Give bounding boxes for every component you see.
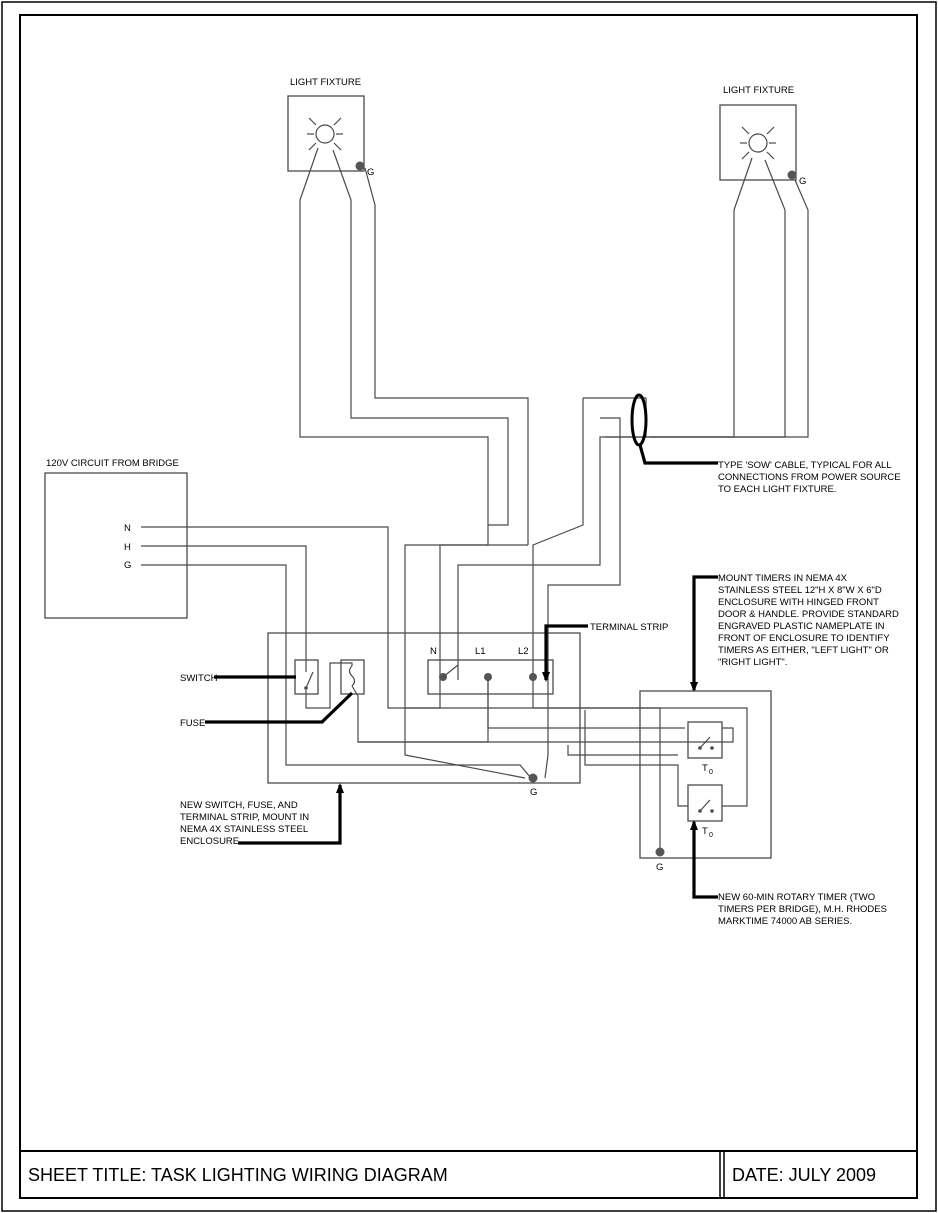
timer-1-switch-icon: [698, 736, 714, 750]
timer-enclosure-ground-dot: [655, 847, 665, 857]
timer-1-sub: 0: [709, 769, 713, 776]
terminal-l1-screw: [484, 673, 492, 681]
cable-callout: TYPE 'SOW' CABLE, TYPICAL FOR ALL CONNEC…: [718, 460, 901, 495]
svg-text:TIMERS PER BRIDGE), M.H. RHODE: TIMERS PER BRIDGE), M.H. RHODES: [718, 904, 887, 915]
svg-text:NEW SWITCH, FUSE, AND: NEW SWITCH, FUSE, AND: [180, 800, 298, 811]
right-fixture-box: [719, 104, 797, 181]
ground-feeder: [187, 564, 532, 779]
terminal-l2-screw: [529, 673, 537, 681]
svg-text:NEW 60-MIN ROTARY TIMER (TWO: NEW 60-MIN ROTARY TIMER (TWO: [718, 892, 875, 903]
switch-enclosure-callout: NEW SWITCH, FUSE, AND TERMINAL STRIP, MO…: [180, 800, 309, 847]
timer-return-1: [358, 727, 734, 743]
terminal-strip-arrowhead: [542, 672, 550, 682]
hot-feeder: [187, 545, 307, 668]
right-fixture-wire-3: [650, 179, 809, 438]
left-fixture-label: LIGHT FIXTURE: [290, 77, 361, 88]
svg-text:CONNECTIONS FROM POWER SOURCE: CONNECTIONS FROM POWER SOURCE: [718, 472, 901, 483]
source-g-label: G: [124, 560, 131, 571]
switch-enclosure-leader: [238, 785, 342, 845]
rotary-timer-callout: NEW 60-MIN ROTARY TIMER (TWO TIMERS PER …: [718, 892, 887, 927]
svg-text:MOUNT TIMERS IN NEMA 4X: MOUNT TIMERS IN NEMA 4X: [718, 573, 848, 584]
timer-2-sub: 0: [709, 832, 713, 839]
neutral-feeder: [187, 526, 528, 709]
svg-text:ENCLOSURE.: ENCLOSURE.: [180, 836, 242, 847]
timer-2-label: T: [702, 826, 708, 837]
timer-enclosure-ground-label: G: [656, 862, 663, 873]
svg-text:DOOR & HANDLE. PROVIDE STANDAR: DOOR & HANDLE. PROVIDE STANDARD: [718, 609, 899, 620]
l1-to-timer: [487, 680, 685, 729]
svg-text:FRONT OF ENCLOSURE TO IDENTIFY: FRONT OF ENCLOSURE TO IDENTIFY: [718, 633, 890, 644]
svg-text:NEMA 4X STAINLESS STEEL: NEMA 4X STAINLESS STEEL: [180, 824, 308, 835]
terminal-strip-callout: TERMINAL STRIP: [590, 622, 668, 633]
right-fixture-ground-label: G: [799, 176, 806, 187]
switch-icon: [304, 668, 314, 690]
right-fixture-wire-1: [457, 157, 753, 680]
timer-return-3: [584, 710, 688, 807]
fuse-to-strip: [351, 680, 489, 743]
neutral-to-timers: [405, 707, 661, 852]
right-lamp-icon: [740, 126, 776, 160]
fuse-callout: FUSE: [180, 718, 205, 729]
source-title: 120V CIRCUIT FROM BRIDGE: [46, 458, 179, 469]
timer-enclosure: [639, 690, 772, 859]
enclosure-ground-label: G: [530, 787, 537, 798]
left-fixture-box: [287, 95, 365, 172]
svg-text:TIMERS AS EITHER, "LEFT LIGHT": TIMERS AS EITHER, "LEFT LIGHT" OR: [718, 645, 889, 656]
svg-text:ENCLOSURE WITH HINGED FRONT: ENCLOSURE WITH HINGED FRONT: [718, 597, 879, 608]
svg-text:TERMINAL STRIP, MOUNT IN: TERMINAL STRIP, MOUNT IN: [180, 812, 309, 823]
source-h-label: H: [124, 542, 131, 553]
sheet-title: SHEET TITLE: TASK LIGHTING WIRING DIAGRA…: [28, 1165, 448, 1185]
terminal-n-label: N: [430, 646, 437, 657]
right-fixture-wire-2: [605, 159, 786, 438]
switch-enclosure-arrowhead: [336, 783, 344, 793]
terminal-l1-label: L1: [475, 646, 486, 657]
left-fixture-ground-dot: [355, 161, 365, 171]
left-fixture-ground-label: G: [367, 167, 374, 178]
terminal-strip: [427, 659, 554, 695]
switch-to-fuse: [305, 662, 353, 709]
timer-1-label: T: [702, 763, 708, 774]
rotary-timer-arrowhead: [690, 820, 698, 830]
timer-1-box: [687, 721, 723, 759]
timer-return-2: [567, 745, 678, 756]
left-fixture-wire-3: [364, 167, 529, 545]
svg-text:"RIGHT LIGHT".: "RIGHT LIGHT".: [718, 657, 787, 668]
rotary-timer-leader: [692, 822, 718, 899]
svg-text:TYPE 'SOW' CABLE, TYPICAL FOR: TYPE 'SOW' CABLE, TYPICAL FOR ALL: [718, 460, 892, 471]
enclosure-ground-dot: [528, 773, 538, 783]
fuse-leader: [205, 691, 354, 724]
inner-border: [19, 14, 918, 1199]
sow-cable-marker: [630, 393, 648, 447]
right-fixture-label: LIGHT FIXTURE: [723, 85, 794, 96]
right-cable-run-2: [532, 398, 584, 680]
timer-2-box: [687, 784, 723, 822]
right-cable-run-3: [544, 417, 621, 779]
fuse-icon: [348, 665, 356, 687]
left-lamp-icon: [307, 117, 343, 151]
svg-text:TO EACH LIGHT FIXTURE.: TO EACH LIGHT FIXTURE.: [718, 484, 836, 495]
sheet-date: DATE: JULY 2009: [732, 1165, 876, 1185]
svg-text:ENGRAVED PLASTIC NAMEPLATE IN: ENGRAVED PLASTIC NAMEPLATE IN: [718, 621, 885, 632]
svg-text:STAINLESS STEEL 12"H X 8"W X 6: STAINLESS STEEL 12"H X 8"W X 6"D: [718, 585, 882, 596]
left-fixture-wire-1: [299, 147, 526, 779]
source-n-label: N: [124, 523, 131, 534]
right-fixture-ground-dot: [787, 170, 797, 180]
timer-enclosure-arrowhead: [690, 682, 698, 692]
svg-text:MARKTIME 74000 AB SERIES.: MARKTIME 74000 AB SERIES.: [718, 916, 852, 927]
terminal-strip-leader: [544, 624, 588, 680]
l2-to-timer: [532, 680, 748, 807]
terminal-l2-label: L2: [518, 646, 529, 657]
sow-cable-leader: [638, 444, 718, 465]
terminal-n-jumper: [442, 664, 459, 678]
timer-2-switch-icon: [698, 799, 714, 813]
left-fixture-wire-2: [332, 149, 509, 526]
switch-callout: SWITCH: [180, 673, 218, 684]
timer-enclosure-leader: [692, 575, 718, 690]
timers-enclosure-callout: MOUNT TIMERS IN NEMA 4X STAINLESS STEEL …: [718, 573, 899, 668]
